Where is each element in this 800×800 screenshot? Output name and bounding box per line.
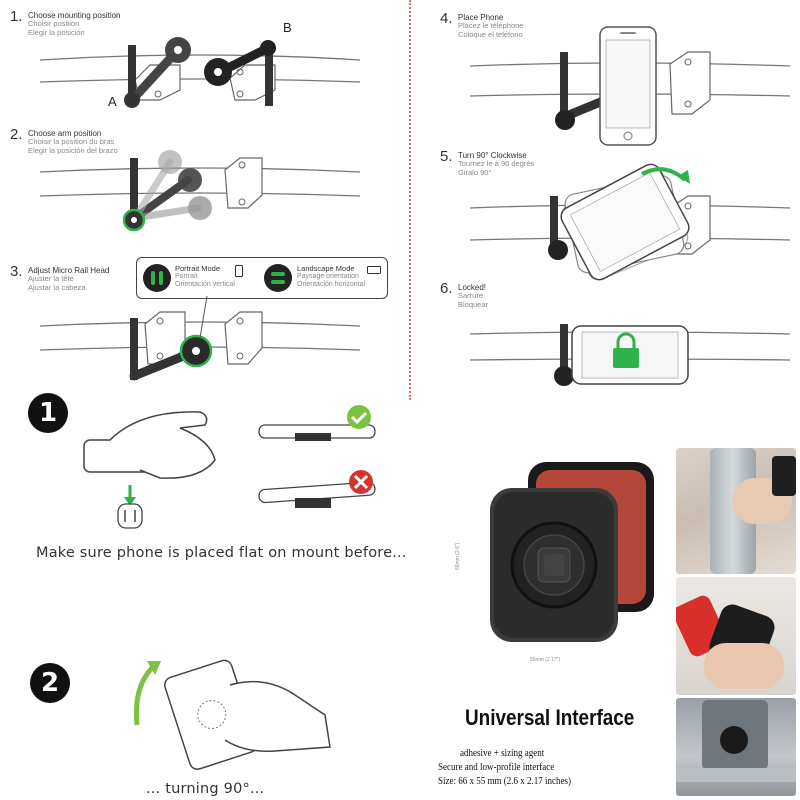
step-6-sub-es: Bloquear xyxy=(458,299,489,309)
dotted-divider xyxy=(409,0,411,400)
step-1-title: Choose mounting position xyxy=(28,11,121,20)
photo-peeling-liner xyxy=(676,577,796,695)
photo-mount-head xyxy=(720,726,748,754)
photo-dark-phone xyxy=(772,456,796,496)
step-5-sub-fr: Tournez le à 90 degrés xyxy=(458,159,535,168)
product-line-3: Size: 66 x 55 mm (2.6 x 2.17 inches) xyxy=(438,776,571,787)
step-2-title: Choose arm position xyxy=(28,129,102,138)
step-5-title: Turn 90° Clockwise xyxy=(458,151,527,160)
portrait-mode-sub-fr: Portrait xyxy=(175,273,198,280)
label-a: A xyxy=(108,94,117,109)
step-2-sub-es: Elegir la posición del brazo xyxy=(28,145,118,155)
step-2-illustration xyxy=(39,150,361,232)
step-5-illustration xyxy=(469,163,791,281)
instruction-caption-1: Make sure phone is placed flat on mount … xyxy=(36,545,407,561)
photo-handlebar xyxy=(676,768,796,782)
product-line-2: Secure and low-profile interface xyxy=(438,762,555,773)
cross-icon xyxy=(349,470,373,494)
instruction-badge-2: 2 xyxy=(30,663,70,703)
step-4-sub-fr: Placez le téléphone xyxy=(458,21,524,30)
step-6-number: 6. xyxy=(440,280,453,297)
instruction-caption-2: ... turning 90°... xyxy=(146,781,265,797)
step-6-sub-fr: Sarrure xyxy=(458,291,484,300)
instruction-badge-1: 1 xyxy=(28,393,68,433)
landscape-mode-title: Landscape Mode xyxy=(297,264,355,273)
step-6-illustration xyxy=(469,324,791,386)
landscape-mode-sub-fr: Paysage orientation xyxy=(297,273,359,280)
phone-portrait-icon xyxy=(235,265,243,277)
step-5-number: 5. xyxy=(440,148,453,165)
phone-landscape-icon xyxy=(367,266,381,274)
instruction-2-illustration xyxy=(133,659,331,770)
photo-mounted-phone xyxy=(676,698,796,796)
product-title: Universal Interface xyxy=(465,705,635,730)
step-1-number: 1. xyxy=(10,8,23,25)
product-line-1: adhesive + sizing agent xyxy=(460,748,545,759)
mode-selector-box: Portrait Mode Portrait Orientación verti… xyxy=(136,257,388,299)
step-3-illustration xyxy=(39,295,361,381)
step-4-sub-es: Coloque el teléfono xyxy=(458,29,523,39)
step-2-sub-fr: Choisir la position du bras xyxy=(28,137,115,146)
step-1-sub-fr: Choisir position xyxy=(28,19,80,28)
portrait-mode-icon xyxy=(143,264,171,292)
photo-fingers xyxy=(704,643,784,689)
step-4-illustration xyxy=(469,26,791,146)
step-3-sub-es: Ajustar la cabeza xyxy=(28,282,86,292)
step-3-number: 3. xyxy=(10,263,23,280)
step-4-title: Place Phone xyxy=(458,13,504,22)
step-4-number: 4. xyxy=(440,10,453,27)
step-6-title: Locked! xyxy=(458,283,487,292)
portrait-mode-sub-es: Orientación vertical xyxy=(175,281,235,288)
tilted-wrong-illustration xyxy=(258,470,376,508)
height-dimension-label: 66mm (2.6") xyxy=(455,542,461,570)
step-2-number: 2. xyxy=(10,126,23,143)
lock-icon xyxy=(613,332,639,368)
width-dimension-label: 55mm (2.17") xyxy=(530,657,561,663)
step-3-title: Adjust Micro Rail Head xyxy=(28,266,110,275)
step-1-illustration xyxy=(39,37,361,108)
checkmark-icon xyxy=(347,405,371,429)
landscape-mode-icon xyxy=(264,264,292,292)
photo-applying-adhesive xyxy=(676,448,796,574)
flat-correct-illustration xyxy=(258,405,376,441)
step-5-sub-es: Giralo 90° xyxy=(458,167,492,177)
step-1-sub-es: Elegir la posición xyxy=(28,27,85,37)
portrait-mode-title: Portrait Mode xyxy=(175,264,221,273)
instruction-1-illustration xyxy=(83,411,216,529)
landscape-mode-sub-es: Orientación horizontal xyxy=(297,281,366,288)
rotate-arrow-icon xyxy=(133,663,157,726)
label-b: B xyxy=(283,20,292,35)
step-3-sub-fr: Ajuster la tête xyxy=(28,274,74,283)
universal-interface-product xyxy=(490,462,654,642)
